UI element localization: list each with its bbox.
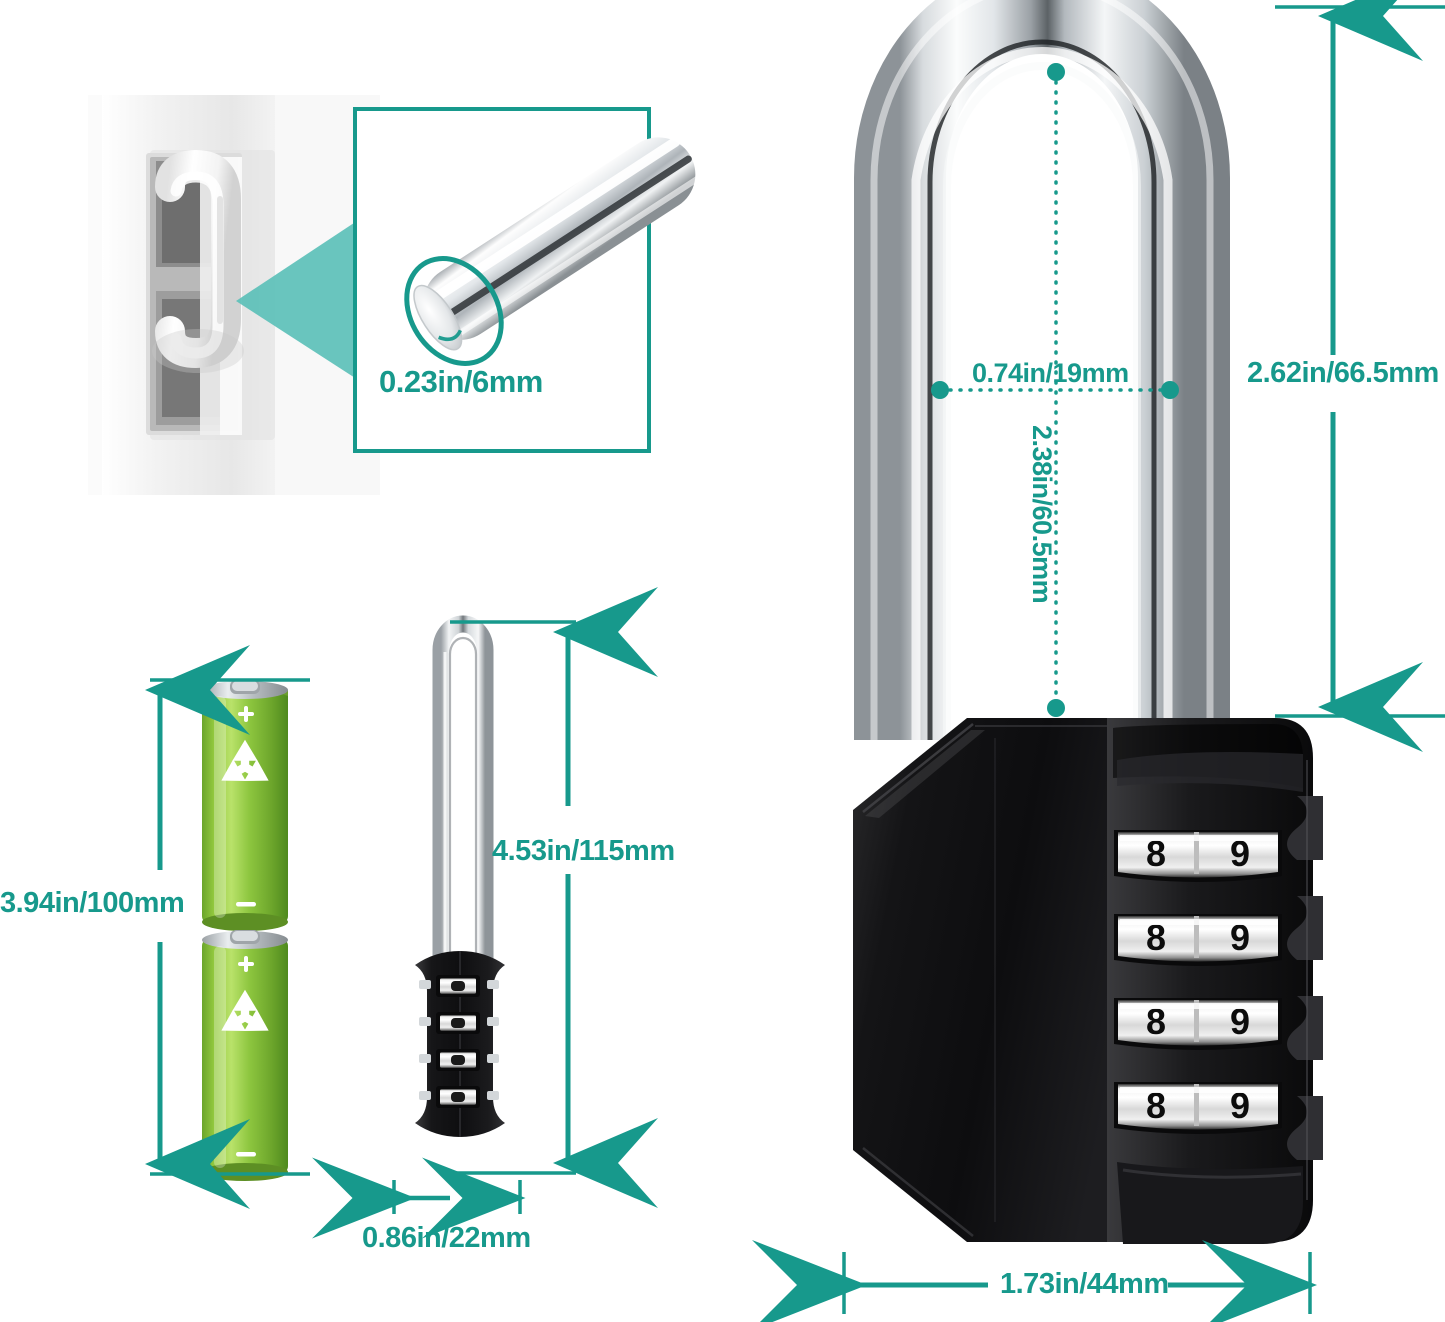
- padlock-shackle: [854, 0, 1230, 740]
- dial-digit: 9: [1230, 1085, 1250, 1126]
- dial-digit: 9: [1230, 1001, 1250, 1042]
- dim-body-width: [752, 1240, 1317, 1322]
- dim-shackle-width-label: 0.74in/19mm: [972, 358, 1129, 388]
- dial-digit: 9: [1230, 833, 1250, 874]
- dial-digit: 9: [1230, 917, 1250, 958]
- dim-lock-height-label: 4.53in/115mm: [492, 835, 675, 867]
- dim-lock-height: [450, 587, 658, 1208]
- dial-digit: 8: [1146, 917, 1166, 958]
- recycle-icon: [221, 989, 269, 1032]
- padlock-scale-silhouette: [415, 615, 505, 1137]
- dim-shackle-clear-line: [1047, 63, 1065, 717]
- dial-digit: 8: [1146, 1001, 1166, 1042]
- dim-battery-height: [145, 645, 310, 1209]
- shackle-tip-closeup-box: 0.23in/6mm: [353, 107, 704, 453]
- dim-lock-width: [312, 1157, 526, 1239]
- dim-shackle-clear-label: 2.38in/60.5mm: [1027, 425, 1057, 604]
- callout-wedge: [236, 215, 366, 385]
- dim-shackle-total: [1275, 0, 1445, 752]
- tip-diameter-label: 0.23in/6mm: [379, 364, 543, 399]
- dim-battery-height-label: 3.94in/100mm: [0, 887, 185, 919]
- dim-shackle-total-label: 2.62in/66.5mm: [1247, 357, 1439, 389]
- shackle-tip-illustration: [404, 136, 704, 366]
- dim-body-width-label: 1.73in/44mm: [1000, 1268, 1169, 1300]
- recycle-icon: [221, 739, 269, 782]
- dim-lock-width-label: 0.86in/22mm: [362, 1222, 531, 1254]
- dial-digit: 8: [1146, 1085, 1166, 1126]
- dim-shackle-width-line: [931, 381, 1179, 399]
- dial-digit: 8: [1146, 833, 1166, 874]
